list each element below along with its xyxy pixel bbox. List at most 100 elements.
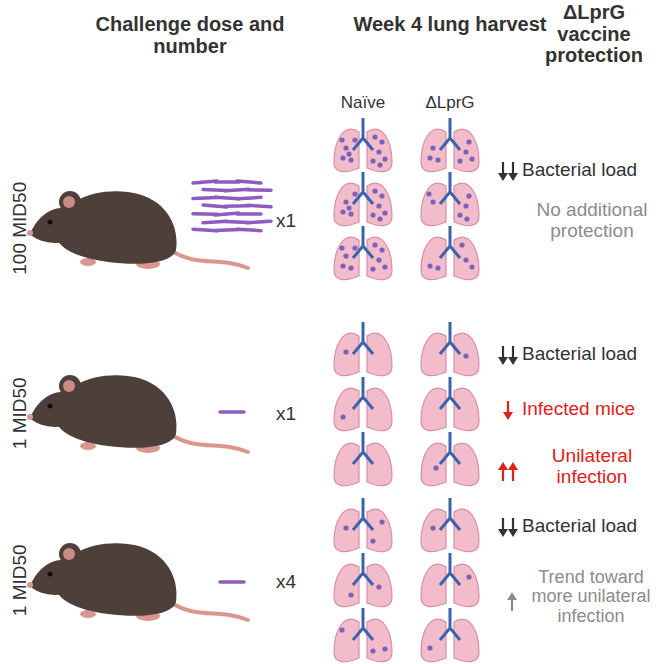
bacterial-lesion xyxy=(463,257,468,262)
bacterial-lesion xyxy=(463,353,468,358)
bacterial-lesion xyxy=(343,253,348,258)
lung-figure xyxy=(421,118,479,172)
lung-lobe xyxy=(454,388,479,430)
trachea xyxy=(353,172,373,204)
bacterial-lesion xyxy=(377,216,382,221)
trachea xyxy=(353,322,373,354)
bacterium xyxy=(237,229,261,230)
bacterial-lesion xyxy=(433,465,438,470)
column-header: ΔLprG vaccine protection xyxy=(532,2,656,67)
bacterial-lesion xyxy=(427,263,432,268)
trend-arrow xyxy=(508,462,518,481)
bacterial-lesion xyxy=(426,191,431,196)
trend-arrow xyxy=(507,592,517,611)
bacterial-lesion xyxy=(352,245,357,250)
arrow-shaft xyxy=(511,599,513,611)
lung-lobe xyxy=(421,333,446,375)
lung-lobe xyxy=(454,564,479,606)
bacterial-lesion xyxy=(463,149,468,154)
trend-arrow xyxy=(503,401,513,420)
bacterial-lesion xyxy=(348,265,353,270)
bacterial-lesion xyxy=(346,151,351,156)
lung-figure xyxy=(334,553,392,607)
mouse-eye xyxy=(48,404,53,409)
bacterial-lesion xyxy=(376,149,381,154)
lung-lobe xyxy=(454,129,479,171)
mouse-tail xyxy=(170,602,248,620)
column-header: Week 4 lung harvest xyxy=(330,14,570,36)
lung-figure xyxy=(334,226,392,280)
lung-lobe xyxy=(454,619,479,661)
lung-lobe xyxy=(421,183,446,225)
bacterial-lesion xyxy=(427,155,432,160)
group-label: Naïve xyxy=(328,94,398,112)
outcome-text: Bacterial load xyxy=(522,160,660,181)
bacterium xyxy=(220,580,244,584)
arrow-head xyxy=(508,173,518,181)
mouse-figure xyxy=(27,543,248,621)
dose-label: 1 MID50 xyxy=(10,470,31,664)
mouse-ear-inner xyxy=(63,196,75,208)
bacterial-lesion xyxy=(435,265,440,270)
bacterial-lesion xyxy=(348,211,353,216)
bacterial-lesion xyxy=(346,205,351,210)
bacterial-lesion xyxy=(382,646,387,651)
trend-arrow xyxy=(508,162,518,181)
bacterial-lesion xyxy=(339,137,344,142)
bacterial-lesion xyxy=(435,157,440,162)
outcome-text: Infected mice xyxy=(522,399,660,420)
bacterial-lesion xyxy=(459,242,464,247)
outcome-text: Trend toward more unilateral infection xyxy=(522,568,660,626)
bacterial-lesion xyxy=(376,203,381,208)
bacterial-lesion xyxy=(376,257,381,262)
lung-lobe xyxy=(334,509,359,551)
lung-figure xyxy=(334,608,392,662)
bacterial-lesion xyxy=(372,188,377,193)
mouse-ear xyxy=(59,375,81,397)
mouse-tail xyxy=(170,250,248,268)
lung-figure xyxy=(421,432,479,486)
group-label: ΔLprG xyxy=(412,94,488,112)
lung-figure xyxy=(334,432,392,486)
lung-lobe xyxy=(454,333,479,375)
lung-lobe xyxy=(334,443,359,485)
trend-arrow xyxy=(508,518,518,537)
trachea xyxy=(440,226,460,258)
bacterial-lesion xyxy=(469,156,474,161)
bacterial-lesion xyxy=(379,193,384,198)
trachea xyxy=(440,498,460,530)
mouse-tail xyxy=(170,434,248,452)
bacterial-lesion xyxy=(339,245,344,250)
bacterial-lesion xyxy=(343,145,348,150)
lung-lobe xyxy=(454,509,479,551)
lung-figure xyxy=(334,377,392,431)
bacterial-lesion xyxy=(457,158,462,163)
arrow-head xyxy=(507,592,517,600)
mouse-eye xyxy=(48,572,53,577)
lung-figure xyxy=(421,553,479,607)
mouse-ear xyxy=(59,543,81,565)
mouse-body xyxy=(56,375,177,448)
lung-lobe xyxy=(334,388,359,430)
bacterium xyxy=(237,197,261,198)
trachea xyxy=(353,608,373,640)
outcome-text: Bacterial load xyxy=(522,344,660,365)
lung-lobe xyxy=(421,509,446,551)
bacterial-lesion xyxy=(340,263,345,268)
bacterium xyxy=(203,188,227,192)
arrow-head xyxy=(508,357,518,365)
trachea xyxy=(353,226,373,258)
lung-figure xyxy=(421,322,479,376)
trachea xyxy=(440,432,460,464)
mouse-figure xyxy=(27,375,248,453)
bacterial-lesion xyxy=(457,212,462,217)
bacterial-lesion xyxy=(348,157,353,162)
trend-arrow xyxy=(498,462,508,481)
lung-lobe xyxy=(421,129,446,171)
bacterial-lesion xyxy=(379,247,384,252)
trachea xyxy=(440,118,460,150)
bacterium xyxy=(247,188,271,192)
challenge-number: x1 xyxy=(276,404,316,425)
lung-lobe xyxy=(421,564,446,606)
